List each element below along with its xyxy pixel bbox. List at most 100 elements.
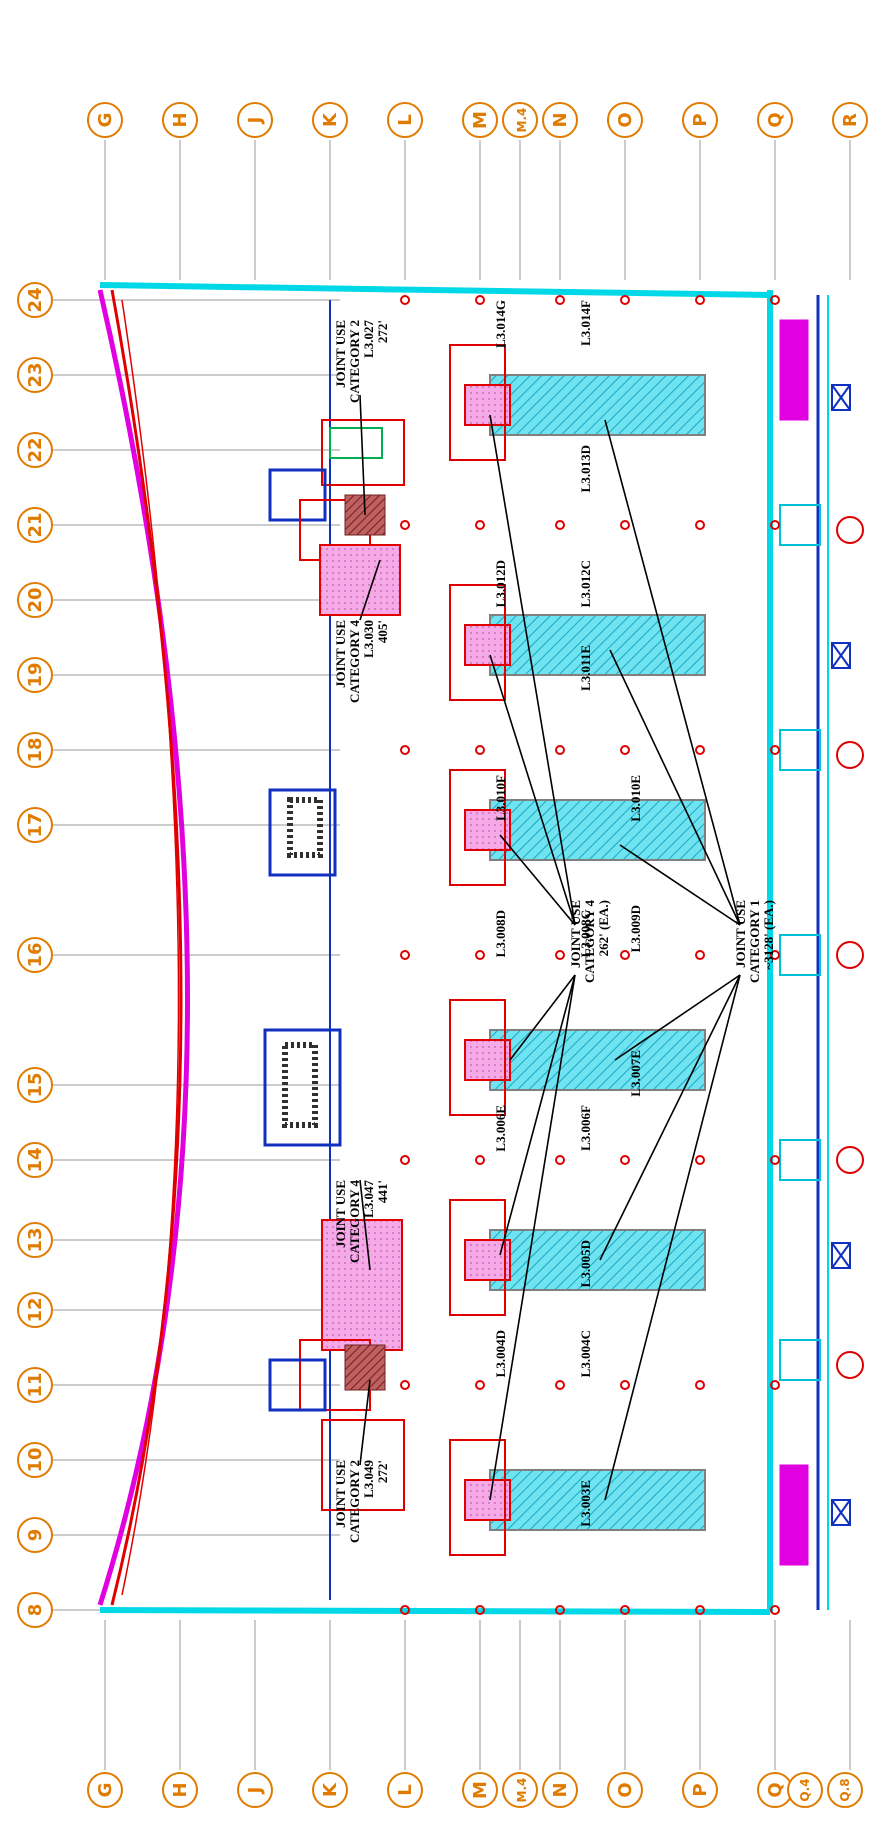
grid-bubble-label: N	[550, 1782, 571, 1797]
column-marker	[620, 745, 630, 755]
column-marker	[400, 950, 410, 960]
grid-bubble-P-top: P	[682, 102, 718, 138]
grid-bubble-label: 15	[25, 1072, 46, 1097]
bench-3	[449, 769, 706, 886]
grid-bubble-label: G	[95, 1783, 116, 1798]
joint-use-line: 272'	[375, 320, 390, 343]
grid-bubble-M-bottom: M	[462, 1772, 498, 1808]
joint-use-line: CATEGORY 1	[747, 900, 762, 983]
grid-bubble-Q.8: Q.8	[827, 1772, 863, 1808]
column-marker	[620, 520, 630, 530]
column-marker	[770, 745, 780, 755]
grid-bubble-13: 13	[17, 1222, 53, 1258]
column-marker	[620, 1605, 630, 1615]
grid-bubble-20: 20	[17, 582, 53, 618]
grid-bubble-Q-bottom: Q	[757, 1772, 793, 1808]
column-marker	[770, 1155, 780, 1165]
room-label: L3.006E	[493, 1105, 508, 1152]
grid-bubble-label: 12	[25, 1297, 46, 1322]
grid-bubble-label: 13	[25, 1227, 46, 1252]
room-label: L3.008C	[578, 910, 593, 957]
column-marker	[695, 950, 705, 960]
building-outline	[97, 282, 829, 1615]
room-label: L3.014F	[578, 300, 593, 346]
grid-bubble-label: 18	[25, 737, 46, 762]
grid-bubble-label: M.4	[515, 1778, 529, 1803]
grid-bubble-label: R	[840, 113, 861, 127]
bench-1	[449, 344, 706, 461]
column-marker	[475, 295, 485, 305]
grid-bubble-22: 22	[17, 432, 53, 468]
room-label: L3.005D	[578, 1240, 593, 1287]
lab-benches	[449, 319, 809, 1566]
column-marker	[555, 1380, 565, 1390]
grid-bubble-label: K	[320, 1782, 341, 1797]
grid-bubble-R-top: R	[832, 102, 868, 138]
room-label: L3.004D	[493, 1330, 508, 1377]
grid-bubble-M-top: M	[462, 102, 498, 138]
grid-bubble-label: 9	[25, 1529, 46, 1542]
column-marker	[695, 520, 705, 530]
grid-bubble-label: M	[470, 111, 491, 129]
grid-bubble-label: Q.4	[798, 1778, 812, 1801]
room-label: L3.009D	[628, 905, 643, 952]
grid-bubble-L-bottom: L	[387, 1772, 423, 1808]
joint-use-line: CATEGORY 2	[347, 1460, 362, 1543]
column-marker	[555, 745, 565, 755]
column-marker	[475, 950, 485, 960]
grid-bubble-J-top: J	[237, 102, 273, 138]
grid-bubble-label: Q	[765, 112, 786, 127]
grid-bubble-G-top: G	[87, 102, 123, 138]
column-marker	[695, 1155, 705, 1165]
grid-bubble-11: 11	[17, 1367, 53, 1403]
grid-bubble-Q.4: Q.4	[787, 1772, 823, 1808]
grid-bubble-16: 16	[17, 937, 53, 973]
column-marker	[555, 295, 565, 305]
core-elements	[263, 419, 405, 1511]
grid-bubble-label: P	[690, 113, 711, 126]
joint-use-line: 405'	[375, 620, 390, 643]
grid-bubble-L-top: L	[387, 102, 423, 138]
column-marker	[555, 1605, 565, 1615]
column-marker	[695, 295, 705, 305]
column-marker	[770, 950, 780, 960]
joint-use-line: CATEGORY 2	[347, 320, 362, 403]
grid-bubble-label: 11	[25, 1372, 46, 1397]
room-label: L3.014G	[493, 300, 508, 348]
grid-bubble-label: Q	[765, 1782, 786, 1797]
grid-bubble-K-bottom: K	[312, 1772, 348, 1808]
column-marker	[475, 520, 485, 530]
joint-use-line: CATEGORY 4	[347, 620, 362, 703]
grid-bubble-label: O	[615, 1782, 636, 1797]
column-marker	[475, 1155, 485, 1165]
grid-bubble-G-bottom: G	[87, 1772, 123, 1808]
joint-use-line: JOINT USE	[733, 900, 748, 968]
room-label: L3.006F	[578, 1105, 593, 1151]
column-marker	[620, 950, 630, 960]
right-fixtures	[779, 384, 864, 1526]
grid-bubble-H-bottom: H	[162, 1772, 198, 1808]
joint-use-line: JOINT USE	[333, 1180, 348, 1248]
bench-4	[449, 999, 706, 1116]
grid-bubble-K-top: K	[312, 102, 348, 138]
grid-bubble-label: 20	[25, 587, 46, 612]
joint-use-line: 272'	[375, 1460, 390, 1483]
column-marker	[620, 1380, 630, 1390]
column-marker	[400, 1605, 410, 1615]
grid-bubble-label: M	[470, 1781, 491, 1799]
column-marker	[770, 295, 780, 305]
joint-use-line: L3.027	[361, 320, 376, 358]
grid-bubble-label: 21	[25, 512, 46, 537]
grid-bubble-O-top: O	[607, 102, 643, 138]
room-label: L3.012C	[578, 560, 593, 607]
grid-bubble-M.4-bottom: M.4	[502, 1772, 538, 1808]
joint-use-line: 441'	[375, 1180, 390, 1203]
grid-bubbles: 24232221201918171615141312111098GGHHJJKK…	[17, 102, 868, 1808]
column-marker	[770, 1605, 780, 1615]
